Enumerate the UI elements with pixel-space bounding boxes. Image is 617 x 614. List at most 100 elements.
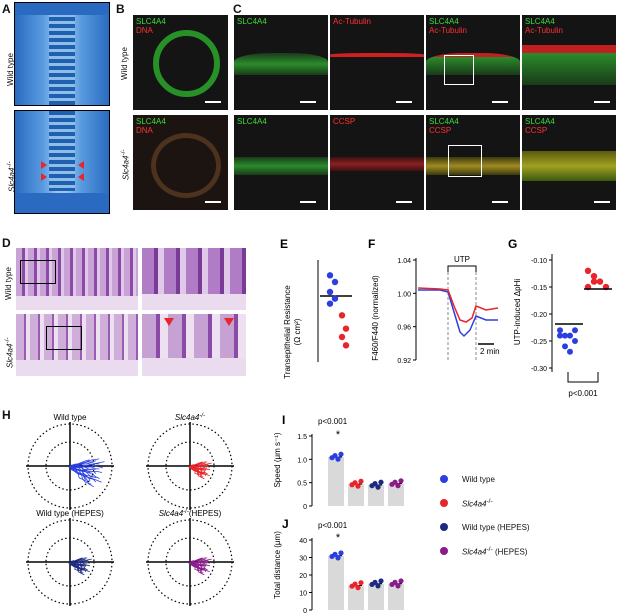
bar-point	[358, 580, 364, 586]
scale-bar	[594, 201, 610, 203]
bar-point	[338, 550, 344, 556]
bar-point	[335, 456, 341, 462]
tick-label: 1.00	[397, 291, 411, 298]
label-red: CCSP	[333, 117, 356, 126]
panel-c-r1-image2: Ac-Tubulin	[330, 15, 424, 110]
track-line	[68, 466, 102, 483]
panel-b-row-label-wt: Wild type	[120, 47, 129, 80]
panel-i-pvalue: p<0.001	[318, 417, 348, 426]
row-label-text: Slc4a4	[5, 343, 15, 368]
track-line	[69, 464, 94, 468]
tick-label: 0	[303, 608, 307, 614]
bar	[388, 483, 404, 506]
bar-point	[378, 578, 384, 584]
ylabel-text: Transepithelial Resistance	[283, 285, 292, 379]
track-line	[189, 561, 204, 574]
label-green: SLC4A4	[136, 17, 166, 26]
panel-c-r1-image4: SLC4A4 Ac-Tubulin	[522, 15, 616, 110]
label-green: SLC4A4	[525, 117, 555, 126]
panel-i-star: *	[336, 429, 341, 441]
panel-label-c: C	[233, 2, 242, 16]
bar-point	[355, 483, 361, 489]
title-text: Slc4a4	[159, 509, 184, 518]
bar-point	[375, 484, 381, 490]
label-red: Ac-Tubulin	[429, 26, 467, 35]
point-wt	[331, 295, 339, 302]
panel-h-polar-plots: Wild type Slc4a4-/- Wild type (HEPES) Sl…	[26, 413, 234, 606]
panel-j-star: *	[336, 532, 341, 544]
track-line	[68, 562, 82, 572]
panel-c-r1-image3: SLC4A4 Ac-Tubulin	[426, 15, 520, 110]
bar	[368, 583, 384, 610]
legend-item: Slc4a4-/- (HEPES)	[440, 542, 610, 560]
label-green: SLC4A4	[429, 17, 459, 26]
point-ko	[584, 267, 592, 274]
arrowhead-icon	[41, 161, 47, 169]
panel-label-e: E	[280, 237, 288, 251]
panel-f-trace-wt	[418, 289, 498, 338]
tick-label: -0.20	[531, 312, 547, 319]
scale-bar	[594, 101, 610, 103]
tick-label: -0.10	[531, 258, 547, 265]
label-green: SLC4A4	[136, 117, 166, 126]
panel-a-image-ko	[14, 110, 110, 214]
panel-g-sig-bracket	[567, 372, 599, 383]
legend-marker-icon	[440, 523, 448, 531]
bar-point	[332, 453, 338, 459]
panel-a-image-wt	[14, 2, 110, 106]
panel-label-d: D	[2, 236, 11, 250]
panel-d-row-label-ko: Slc4a4-/-	[4, 337, 15, 368]
label-green: SLC4A4	[237, 17, 267, 26]
zoom-box	[20, 260, 56, 284]
point-wt	[567, 348, 573, 355]
superscript: -/-	[120, 149, 127, 156]
point-ko	[590, 278, 598, 285]
panel-c-r2-image1: SLC4A4	[234, 115, 328, 210]
bar	[348, 484, 364, 506]
panel-f-trace-ko	[417, 287, 499, 323]
panel-c-r1-image1: SLC4A4	[234, 15, 328, 110]
panel-e-yunit: (Ω cm²)	[293, 318, 302, 345]
bar-point	[378, 479, 384, 485]
row-label-text: Slc4a4	[121, 155, 131, 180]
tick-label: -0.25	[531, 339, 547, 346]
point-wt	[557, 327, 563, 334]
legend-label: Slc4a4-/-	[462, 497, 493, 509]
tick-label: 0	[303, 504, 307, 511]
legend-marker-icon	[440, 499, 448, 507]
arrowhead-icon	[78, 173, 84, 181]
scale-bar	[396, 201, 412, 203]
legend-label: Wild type (HEPES)	[462, 522, 530, 532]
bar	[348, 585, 364, 610]
bar-point	[332, 551, 338, 557]
panel-label-b: B	[116, 2, 125, 16]
tick-label: 10	[299, 591, 307, 598]
bar	[368, 485, 384, 506]
tick-label: 0.92	[397, 358, 411, 365]
scale-bar	[300, 201, 316, 203]
panel-j-pvalue: p<0.001	[318, 521, 348, 530]
point-ko	[338, 312, 346, 319]
panel-i-ylabel: Speed (μm s⁻¹)	[273, 432, 282, 487]
tick-label: 40	[299, 538, 307, 545]
track-line	[188, 562, 202, 572]
point-ko	[338, 333, 346, 341]
scale-bar	[396, 101, 412, 103]
superscript: -/-	[199, 413, 205, 419]
panel-h-title-1: Wild type	[54, 413, 87, 422]
label-green: SLC4A4	[525, 17, 555, 26]
panel-d-row-label-wt: Wild type	[4, 267, 13, 300]
label-green: SLC4A4	[429, 117, 459, 126]
bar-point	[398, 578, 404, 584]
panel-e-ylabel: Transepithelial Resistance	[283, 285, 292, 379]
scale-bar	[492, 201, 508, 203]
point-wt	[326, 288, 334, 296]
panel-label-j: J	[282, 517, 289, 531]
superscript: -/-	[6, 161, 13, 168]
point-wt	[326, 272, 334, 279]
label-red: DNA	[136, 26, 153, 35]
label-red: CCSP	[525, 126, 548, 135]
superscript: -/-	[4, 337, 11, 344]
point-ko	[342, 342, 350, 349]
scale-bar	[205, 101, 221, 103]
